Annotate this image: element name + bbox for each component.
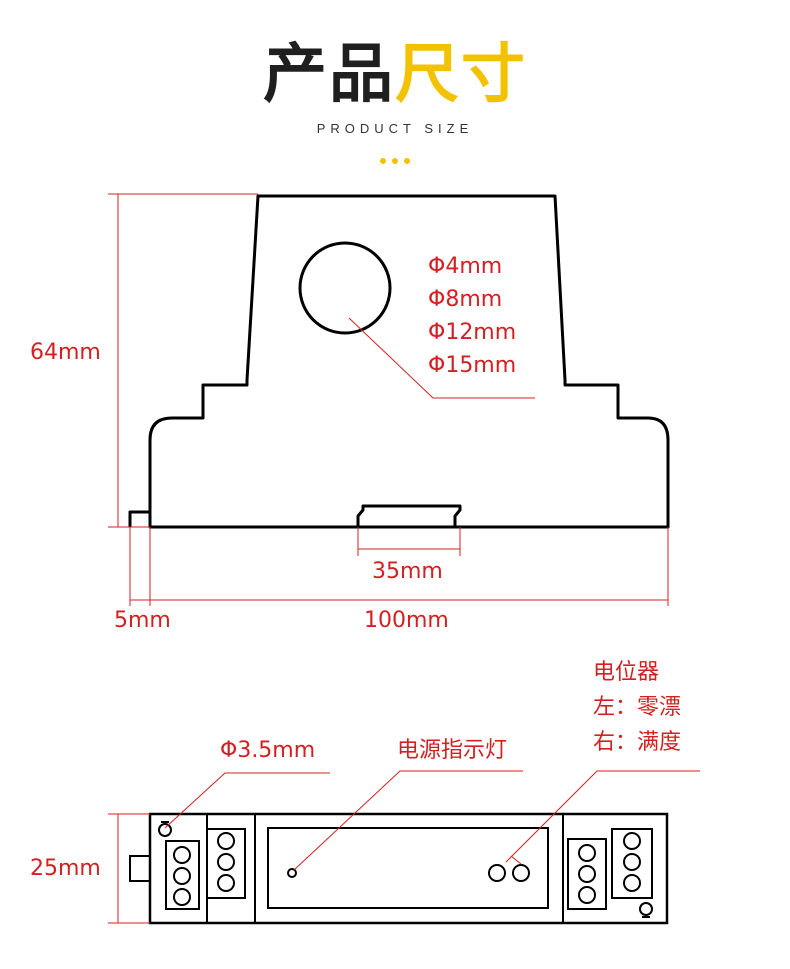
top-view-outline [129,812,669,925]
title-dots [0,149,790,168]
rail-width-dimension: 35mm [372,559,443,584]
offset-dimension: 5mm [114,608,171,633]
through-hole [298,241,392,335]
terminal-screws [173,832,641,906]
potentiometer-span [512,864,530,882]
power-led-label: 电源指示灯 [397,738,508,763]
potentiometer-left-label: 左：零漂 [593,695,682,720]
hole-size-4mm: Φ4mm [428,254,503,279]
title-dark: 产品 [263,38,395,112]
hole-size-15mm: Φ15mm [428,353,517,378]
front-view-dimensions [108,193,669,606]
potentiometer-title: 电位器 [593,660,660,685]
height-dimension: 64mm [30,340,101,365]
hole-size-8mm: Φ8mm [428,287,503,312]
top-view-dimensions [108,770,700,924]
width-dimension: 100mm [364,608,449,633]
front-view-outline [128,194,670,529]
top-view-features [158,821,653,918]
page-subtitle: PRODUCT SIZE [316,121,474,136]
title-accent: 尺寸 [395,38,527,112]
mount-hole-dimension: Φ3.5mm [220,738,316,763]
dot-icon [380,158,386,164]
dot-icon [404,158,410,164]
mount-hole-right [639,902,653,916]
potentiometer-zero [488,864,506,882]
hole-size-12mm: Φ12mm [428,320,517,345]
power-led [287,868,297,878]
dot-icon [392,158,398,164]
depth-dimension: 25mm [30,856,101,881]
potentiometer-right-label: 右：满度 [593,730,682,755]
page-title: 产品尺寸 [0,30,790,120]
mount-hole-left [158,823,172,837]
